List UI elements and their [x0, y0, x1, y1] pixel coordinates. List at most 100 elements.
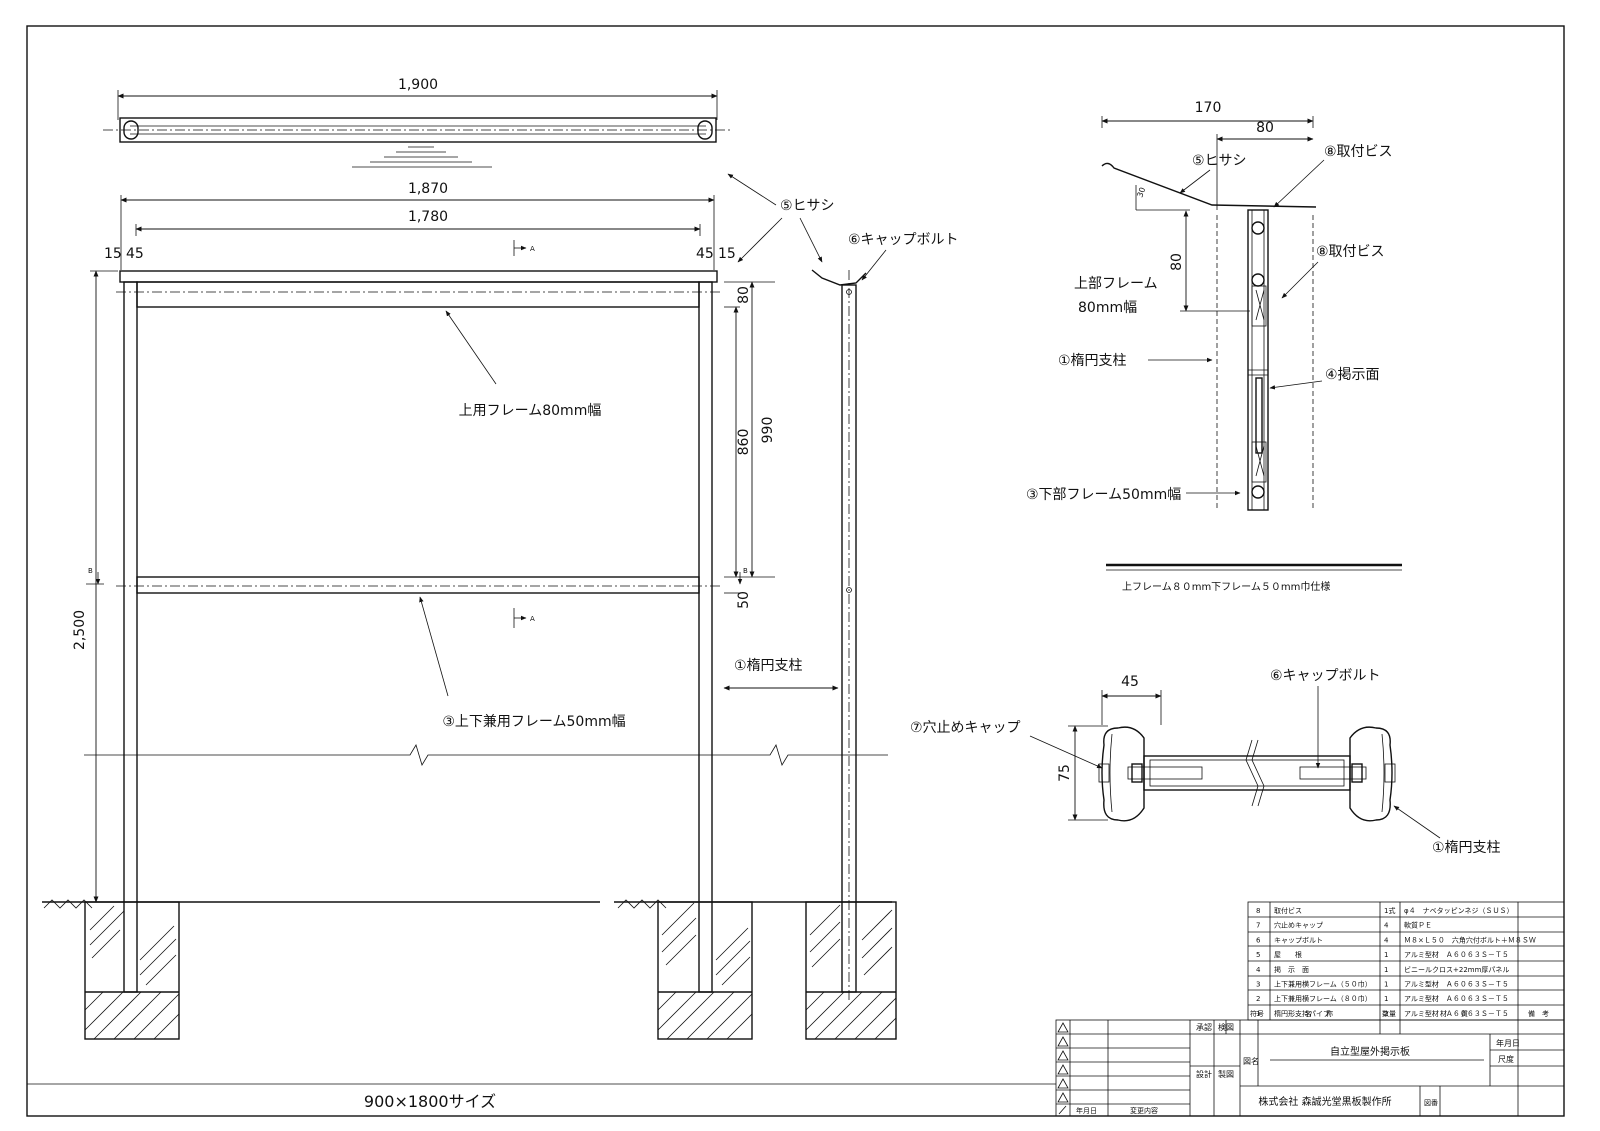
dim-1780: 1,780	[408, 209, 448, 225]
drawing-border	[26, 25, 1565, 1117]
title-block: 承認 検図 設計 製図 図名 自立型屋外掲示板 年月日 尺度 株式会社 森誠光堂…	[1055, 1019, 1565, 1117]
dim-990: 990	[760, 417, 776, 444]
label-post-sec: ①楕円支柱	[1058, 352, 1127, 369]
label-upper-frame-1: 上部フレーム	[1074, 276, 1158, 292]
label-screw-1: ⑧取付ビス	[1324, 144, 1393, 160]
parts-row-name: 屋 根	[1274, 950, 1302, 959]
plan-detail: 45 75 ⑥キャップボルト ⑦穴止めキャップ ①楕円支柱	[910, 668, 1501, 856]
dim-50: 50	[736, 591, 752, 609]
foundation-right	[657, 901, 753, 1040]
parts-row-qty: 4	[1384, 936, 1389, 944]
dim-170: 170	[1195, 100, 1222, 116]
dim-80: 80	[736, 286, 752, 304]
section-a-bottom: A	[530, 615, 535, 623]
label-upper-frame: 上用フレーム80mm幅	[459, 403, 602, 419]
dim-80a: 80	[1256, 120, 1274, 136]
edge-left-15: 15	[104, 246, 122, 262]
parts-row-qty: 2	[1384, 1010, 1388, 1018]
plan-frame	[1143, 755, 1351, 791]
dim-angle: 30	[1135, 186, 1147, 199]
section-b-left: B	[88, 567, 93, 575]
label-screw-2: ⑧取付ビス	[1316, 244, 1385, 260]
parts-row-no: 7	[1256, 922, 1260, 930]
tb-drawing-no-label: 図番	[1424, 1099, 1438, 1107]
parts-row-qty: 1	[1384, 966, 1388, 974]
parts-row-no: 4	[1256, 966, 1261, 974]
section-a-top: A	[530, 245, 535, 253]
parts-row-qty: 1式	[1384, 906, 1395, 915]
parts-row-material: ビニールクロス+22mm厚パネル	[1404, 965, 1509, 974]
top-view: 1,900	[103, 77, 730, 168]
parts-header-material: 材 質	[1440, 1009, 1468, 1018]
label-lower-frame: ③上下兼用フレーム50mm幅	[442, 714, 625, 730]
tb-scale-label: 尺度	[1498, 1054, 1514, 1064]
parts-row-no: 8	[1256, 907, 1260, 915]
tb-check: 検図	[1218, 1022, 1234, 1032]
label-capbolt-plan: ⑥キャップボルト	[1270, 668, 1381, 684]
front-view: 1,870 1,780 15 45 45 15 A 80 8	[42, 181, 892, 1040]
label-upper-frame-2: 80mm幅	[1078, 300, 1137, 316]
upper-frame	[136, 281, 700, 308]
tb-date-label: 年月日	[1496, 1038, 1520, 1048]
parts-row-no: 3	[1256, 981, 1260, 989]
label-lower-frame-sec: ③下部フレーム50mm幅	[1026, 487, 1181, 503]
tb-draw: 製図	[1218, 1069, 1234, 1079]
label-capbolt: ⑥キャップボルト	[848, 232, 959, 248]
parts-row-no: 2	[1256, 995, 1260, 1003]
parts-row-material: アルミ型材 Ａ６０６３Ｓ－Ｔ５	[1404, 994, 1509, 1003]
parts-row-no: 6	[1256, 936, 1261, 944]
parts-row-material: Ｍ８×Ｌ５０ 六角穴付ボルト＋Ｍ８ＳＷ	[1404, 935, 1536, 944]
parts-row-name: 穴止めキャップ	[1274, 921, 1323, 930]
label-hisashi-sec: ⑤ヒサシ	[1192, 153, 1247, 169]
edge-left-45: 45	[126, 246, 144, 262]
edge-right-45: 45	[696, 246, 714, 262]
tb-rev-date: 年月日	[1076, 1106, 1097, 1115]
section-detail: 170 80 30 80 ⑤ヒサシ ⑧取付ビス ⑧取付ビス	[1026, 100, 1402, 593]
parts-row-qty: 4	[1384, 922, 1389, 930]
parts-row-name: 取付ビス	[1274, 906, 1302, 915]
plan-post-right	[1349, 726, 1393, 822]
dim-1900: 1,900	[398, 77, 438, 93]
side-roof	[811, 269, 867, 286]
label-hisashi: ⑤ヒサシ	[780, 198, 835, 214]
tb-design: 設計	[1196, 1069, 1212, 1079]
label-cap: ⑦穴止めキャップ	[910, 720, 1021, 736]
side-view: ⑤ヒサシ ⑥キャップボルト ①楕円支柱	[723, 173, 959, 1040]
dim-45: 45	[1121, 674, 1139, 690]
parts-row-no: 5	[1256, 951, 1260, 959]
label-board: ④掲示面	[1325, 367, 1380, 383]
parts-header-qty: 数量	[1382, 1009, 1396, 1018]
tb-title: 自立型屋外掲示板	[1330, 1045, 1410, 1058]
section-caption: 上フレーム８０mm下フレーム５０mm巾仕様	[1122, 580, 1330, 593]
dim-860: 860	[736, 429, 752, 456]
parts-row-material: φ４ ナベタッピンネジ（ＳＵＳ）	[1404, 906, 1513, 915]
parts-header-name: 名 称	[1305, 1009, 1333, 1018]
label-post-side: ①楕円支柱	[734, 657, 803, 674]
dim-2500: 2,500	[72, 610, 88, 650]
parts-header-note: 備 考	[1528, 1009, 1549, 1018]
foundation-side	[805, 901, 897, 1040]
edge-right-15: 15	[718, 246, 736, 262]
parts-row-material: アルミ型材 Ａ６０６３Ｓ－Ｔ５	[1404, 950, 1509, 959]
size-label: 900×1800サイズ	[364, 1092, 496, 1111]
parts-row-qty: 1	[1384, 951, 1388, 959]
roof	[119, 270, 718, 283]
parts-row-name: 上下兼用横フレーム（８０巾）	[1274, 994, 1372, 1003]
tb-rev-content: 変更内容	[1130, 1106, 1158, 1115]
parts-row-name: 楕円形支持パイプ	[1274, 1009, 1330, 1018]
foundation-left	[84, 901, 180, 1040]
lower-frame	[136, 576, 700, 594]
dim-80b: 80	[1169, 253, 1185, 271]
break-line	[84, 744, 888, 766]
section-frame	[1247, 209, 1269, 511]
tb-approve: 承認	[1196, 1022, 1212, 1032]
parts-row-no: 1	[1256, 1010, 1260, 1018]
parts-row-name: 上下兼用横フレーム（５０巾）	[1274, 980, 1372, 989]
parts-row-material: アルミ型材 Ａ６０６３Ｓ－Ｔ５	[1404, 980, 1509, 989]
section-roof	[1101, 162, 1317, 208]
tb-company: 株式会社 森誠光堂黒板製作所	[1258, 1095, 1391, 1108]
section-b-right: B	[743, 567, 748, 575]
tb-title-label: 図名	[1243, 1056, 1259, 1066]
